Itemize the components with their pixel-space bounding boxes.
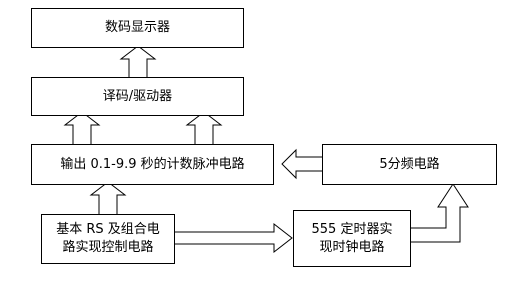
node-divider: 5分频电路	[322, 144, 497, 185]
node-control-label-line2: 路实现控制电路	[62, 240, 154, 255]
node-counter-label: 输出 0.1-9.9 秒的计数脉冲电路	[60, 156, 245, 172]
node-counter: 输出 0.1-9.9 秒的计数脉冲电路	[31, 144, 274, 185]
node-display: 数码显示器	[31, 8, 244, 48]
arrow-decoder-to-display	[119, 45, 157, 80]
node-control-label-line1: 基本 RS 及组合电	[56, 222, 160, 238]
node-decoder: 译码/驱动器	[31, 77, 244, 116]
node-display-label: 数码显示器	[104, 20, 170, 36]
arrow-counter-to-decoder-right	[185, 111, 223, 146]
node-timer-label-line2: 现时钟电路	[319, 239, 385, 255]
arrow-timer-to-divider	[409, 183, 469, 243]
node-control: 基本 RS 及组合电 路实现控制电路	[41, 214, 175, 264]
arrow-divider-to-counter	[281, 148, 324, 180]
arrow-counter-to-decoder-left	[63, 111, 101, 146]
arrow-control-to-counter	[89, 181, 127, 216]
node-timer-label-line1: 555 定时器实	[311, 221, 393, 237]
node-decoder-label: 译码/驱动器	[102, 88, 173, 104]
node-timer: 555 定时器实 现时钟电路	[293, 210, 411, 267]
node-divider-label: 5分频电路	[379, 156, 440, 172]
arrow-control-to-timer	[173, 222, 293, 254]
